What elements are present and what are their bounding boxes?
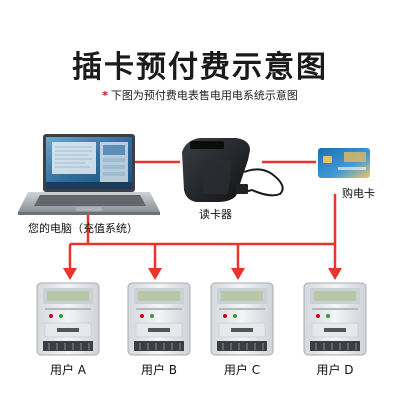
card-reader-icon: [182, 138, 284, 202]
meter-a-icon: [36, 282, 100, 356]
subtitle-text: 下图为预付费电表售电用电系统示意图: [110, 89, 298, 102]
meter-label-c: 用户 C: [223, 363, 261, 377]
asterisk-mark: *: [102, 89, 108, 102]
arrow-c-icon: [231, 268, 245, 280]
arrow-d-icon: [328, 268, 342, 280]
subtitle: *下图为预付费电表售电用电系统示意图: [0, 87, 400, 103]
card-label: 购电卡: [342, 187, 375, 200]
connection-lines: [63, 160, 342, 280]
meter-label-b: 用户 B: [140, 363, 178, 377]
meter-d-icon: [303, 282, 367, 356]
meter-label-a: 用户 A: [49, 363, 87, 377]
card-icon: [318, 148, 370, 178]
meter-b-icon: [127, 282, 191, 356]
arrow-a-icon: [63, 268, 77, 280]
card-reader-label: 读卡器: [199, 208, 232, 221]
computer-label: 您的电脑（充值系统）: [28, 222, 138, 235]
meter-c-icon: [210, 282, 274, 356]
meter-label-d: 用户 D: [316, 363, 354, 377]
laptop-icon: [18, 134, 160, 215]
page-title: 插卡预付费示意图: [72, 50, 328, 85]
arrow-b-icon: [148, 268, 162, 280]
